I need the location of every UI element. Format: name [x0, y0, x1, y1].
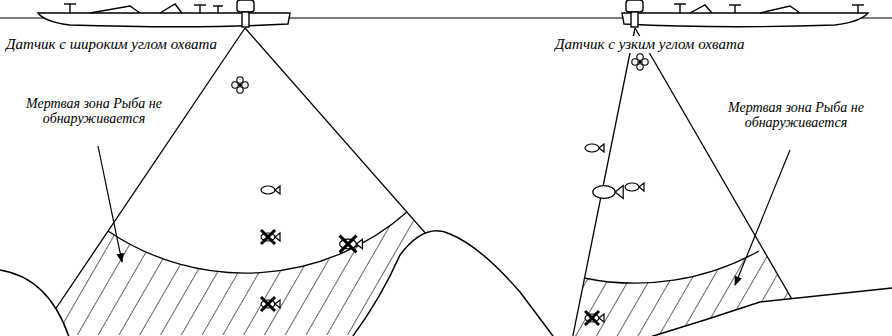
- fish: [625, 183, 644, 191]
- undetected-fish: [261, 297, 280, 311]
- leader-arrow: [735, 150, 790, 285]
- target-symbol: [232, 77, 248, 93]
- target-symbol: [632, 54, 648, 70]
- fish: [585, 144, 604, 152]
- undetected-fish: [261, 230, 280, 244]
- leader-arrow: [98, 146, 122, 262]
- undetected-fish: [340, 236, 363, 253]
- boat: [38, 0, 290, 27]
- dead-zone-note: Мертвая зона Рыба не обнаруживается: [22, 96, 166, 127]
- seabed-ground: [0, 231, 892, 336]
- fish: [593, 186, 623, 199]
- sensor-label: Датчик с широким углом охвата: [4, 36, 219, 53]
- undetected-fish: [585, 311, 604, 325]
- sensor-label: Датчик с узким углом охвата: [553, 36, 746, 53]
- fish: [261, 186, 280, 194]
- boat: [622, 0, 868, 27]
- fish-symbols: [232, 54, 648, 325]
- seabed-line: [0, 231, 892, 336]
- dead-zone-note: Мертвая зона Рыба не обнаруживается: [724, 100, 868, 131]
